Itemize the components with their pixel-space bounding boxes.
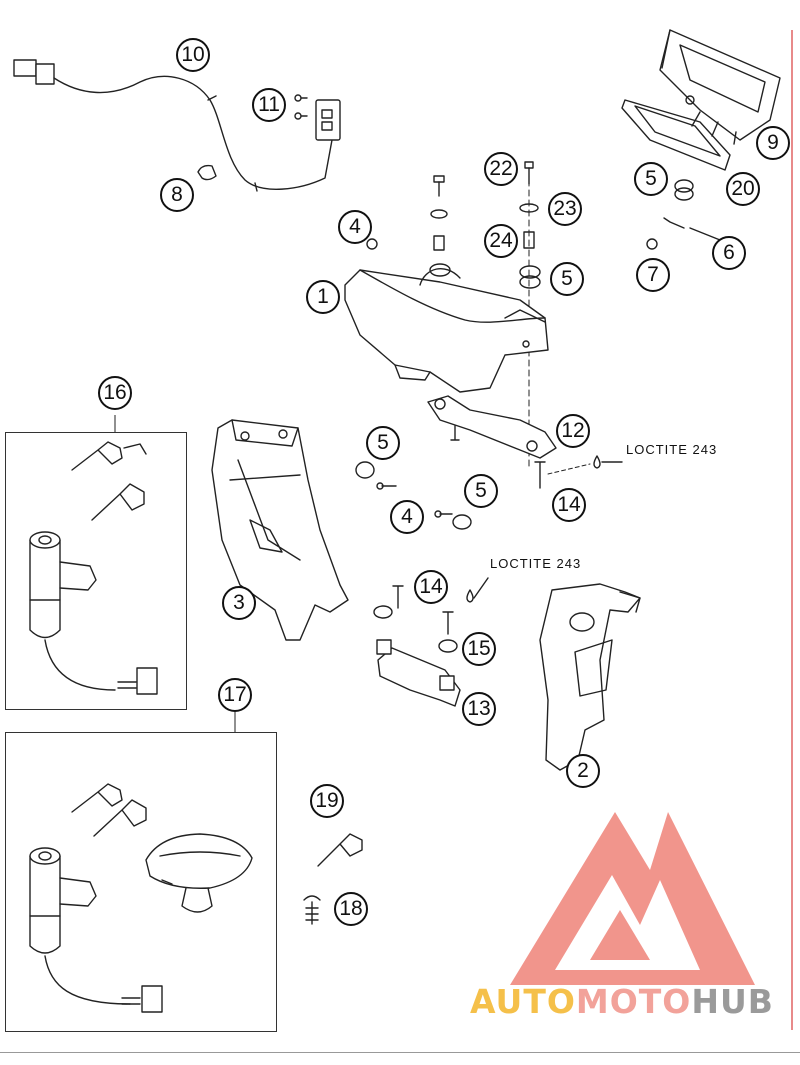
callout-16: 16 [98, 376, 132, 410]
screw-part-4-top [366, 238, 378, 250]
watermark-moto: MOTO [575, 982, 692, 1021]
callout-24: 24 [484, 224, 518, 258]
bolt-part-14-left [392, 585, 404, 609]
callout-5-middle-left: 5 [366, 426, 400, 460]
nut-part-7 [646, 238, 658, 250]
instrument-cluster-part-9 [659, 29, 781, 145]
page-bottom-line [0, 1052, 800, 1053]
kit-box-17 [5, 732, 277, 1032]
callout-14-left: 14 [414, 570, 448, 604]
callout-14-right: 14 [552, 488, 586, 522]
callout-2: 2 [566, 754, 600, 788]
callout-7: 7 [636, 258, 670, 292]
grommet-part-5-left [355, 461, 375, 479]
callout-8: 8 [160, 178, 194, 212]
gasket-part-20 [621, 99, 731, 171]
grommet-part-5-stack [519, 265, 541, 289]
loctite-drop-right [593, 455, 601, 469]
watermark-logo [510, 812, 755, 985]
callout-3: 3 [222, 586, 256, 620]
callout-1: 1 [306, 280, 340, 314]
callout-19: 19 [310, 784, 344, 818]
page-edge-line [791, 30, 793, 1030]
loctite-note-left: LOCTITE 243 [490, 556, 582, 571]
cover-part-3 [211, 419, 349, 641]
screw-part-18 [303, 895, 321, 925]
callout-20: 20 [726, 172, 760, 206]
nut-part-lower-left [373, 605, 393, 619]
bolt-part-6 [663, 217, 721, 241]
key-part-19 [317, 833, 363, 867]
bolt-stack-left [429, 175, 451, 277]
callout-9: 9 [756, 126, 790, 160]
callout-13: 13 [462, 692, 496, 726]
callout-22: 22 [484, 152, 518, 186]
callout-5-cluster: 5 [634, 162, 668, 196]
clip-part-8 [197, 164, 217, 181]
bolt-part-14-center [442, 611, 454, 635]
screw-part-4-lower [434, 510, 453, 518]
grommet-part-15 [438, 639, 458, 653]
leader-lines [114, 415, 236, 732]
callout-4-top: 4 [338, 210, 372, 244]
callout-11: 11 [252, 88, 286, 122]
callout-5-middle-right: 5 [464, 474, 498, 508]
bolt-part-14-right [534, 461, 546, 489]
ignition-lock-set-16 [29, 441, 158, 695]
callout-15: 15 [462, 632, 496, 666]
callout-4-middle: 4 [390, 500, 424, 534]
callout-18: 18 [334, 892, 368, 926]
callout-6: 6 [712, 236, 746, 270]
watermark-auto: AUTO [470, 982, 576, 1021]
screw-part-4-middle [376, 482, 397, 490]
grommet-part-5-top [674, 179, 694, 201]
grommet-part-5-right [452, 514, 472, 530]
cover-part-2 [539, 583, 641, 771]
loctite-note-right: LOCTITE 243 [626, 442, 718, 457]
callout-10: 10 [176, 38, 210, 72]
callout-12: 12 [556, 414, 590, 448]
watermark-text: AUTOMOTOHUB [470, 982, 774, 1021]
lower-bracket-part-13 [376, 639, 461, 707]
callout-5-stack: 5 [550, 262, 584, 296]
wiring-harness-part-10 [13, 59, 333, 192]
callout-23: 23 [548, 192, 582, 226]
callout-17: 17 [218, 678, 252, 712]
loctite-drop-left [466, 589, 474, 603]
connector-block-part-11 [294, 94, 341, 141]
kit-box-16 [5, 432, 187, 710]
mounting-plate-part-12 [427, 395, 557, 459]
ignition-lock-set-17 [29, 783, 253, 1013]
bracket-part-1 [344, 268, 549, 393]
watermark-hub: HUB [691, 982, 774, 1021]
